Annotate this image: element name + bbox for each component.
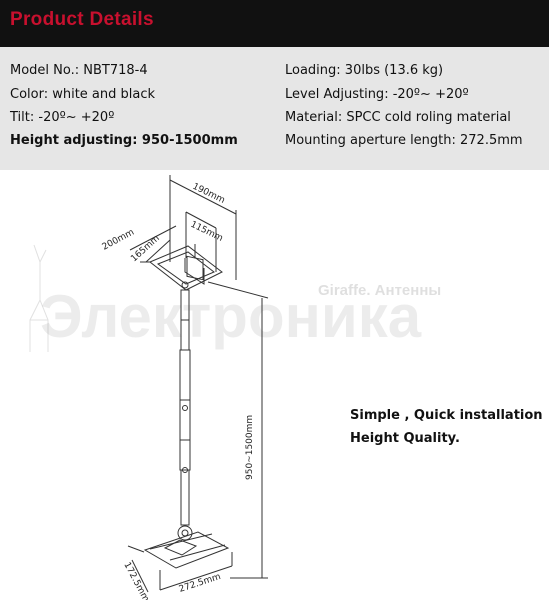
giraffe-watermark-icon	[29, 244, 49, 352]
spec-tilt: Tilt: -20º~ +20º	[10, 110, 115, 125]
spec-aperture: Mounting aperture length: 272.5mm	[285, 133, 523, 148]
mount-diagram: 190mm 115mm 200mm 165mm 950~1500mm 172.5…	[29, 175, 269, 600]
spec-loading: Loading: 30lbs (13.6 kg)	[285, 63, 444, 78]
page-title: Product Details	[10, 9, 154, 30]
dim-190-line	[169, 179, 237, 215]
watermark-sub: Giraffe. Антенны	[318, 282, 442, 299]
feature-installation: Simple , Quick installation	[350, 408, 543, 423]
spec-model: Model No.: NBT718-4	[10, 63, 148, 78]
projector-mount	[143, 525, 230, 569]
dim-172-line	[131, 559, 149, 593]
label-165: 165mm	[129, 234, 161, 265]
label-200: 200mm	[101, 228, 136, 253]
spec-material: Material: SPCC cold roling material	[285, 110, 511, 125]
spec-panel: Model No.: NBT718-4 Color: white and bla…	[0, 47, 549, 170]
feature-quality: Height Quality.	[350, 431, 460, 446]
telescopic-pole	[179, 281, 191, 526]
dim-115-line	[185, 211, 217, 229]
label-172: 172.5mm	[121, 561, 150, 600]
top-plate	[149, 245, 223, 291]
dim-200-line	[129, 225, 177, 251]
dim-165-line	[145, 239, 171, 263]
spec-level: Level Adjusting: -20º~ +20º	[285, 87, 469, 102]
spec-height: Height adjusting: 950-1500mm	[10, 133, 238, 148]
dim-272-line	[159, 565, 233, 591]
header-bar: Product Details	[0, 0, 549, 47]
label-272: 272.5mm	[178, 572, 222, 595]
watermark-main: Электроника	[40, 283, 422, 350]
spec-color: Color: white and black	[10, 87, 156, 102]
label-height: 950~1500mm	[245, 415, 255, 480]
